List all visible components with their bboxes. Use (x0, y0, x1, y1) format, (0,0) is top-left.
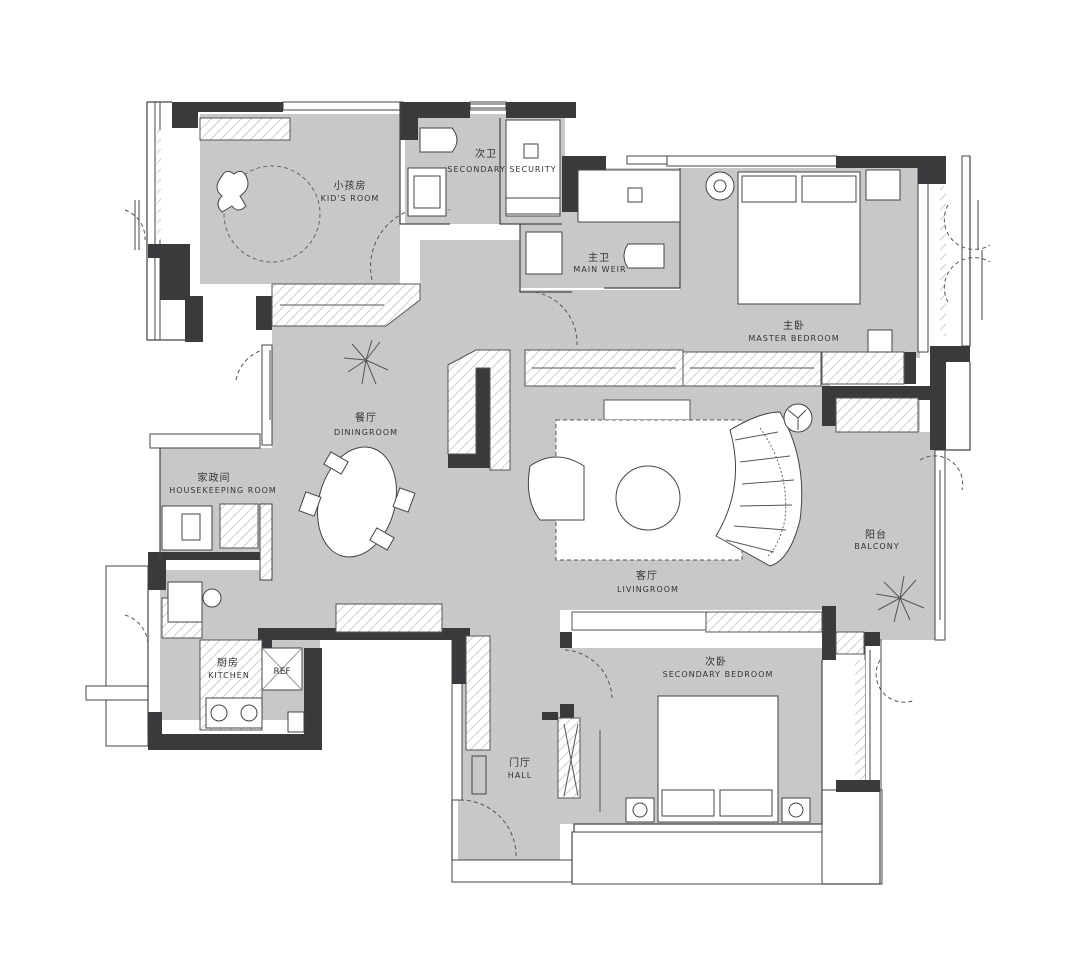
sink-icon (181, 513, 201, 541)
secondary-bedroom-label-en: SECONDARY BEDROOM (663, 670, 774, 679)
dining-chair (369, 527, 395, 551)
desk-chair (867, 329, 893, 353)
balcony-label: 阳台 (865, 528, 887, 541)
door-swings (124, 204, 991, 859)
main-bath-label: 主卫 (588, 252, 610, 264)
toilet-icon (623, 243, 665, 269)
master-bedroom-label-en: MASTER BEDROOM (748, 334, 839, 343)
fridge-label: REF (273, 667, 290, 677)
plant-icon (875, 575, 925, 623)
secondary-bedroom-label: 次卧 (705, 655, 727, 668)
sink-icon (525, 231, 563, 275)
housekeeping-label-en: HOUSEKEEPING ROOM (169, 486, 277, 495)
master-bedroom-furniture (705, 169, 901, 353)
main-bath-fixtures (525, 169, 681, 275)
balcony-cabinet (571, 611, 707, 631)
shoe-rack (259, 503, 273, 581)
fan-icon (783, 403, 813, 433)
dining-chair (392, 487, 416, 513)
balcony-label-en: BALCONY (854, 542, 899, 551)
kitchen-fixtures (167, 581, 305, 733)
living-room-furniture (527, 399, 803, 631)
toilet-icon (419, 127, 458, 153)
hanger-marks (280, 304, 814, 812)
dining-label: 餐厅 (355, 411, 377, 424)
tv-cabinet (603, 399, 691, 421)
living-label-en: LIVINGROOM (617, 585, 679, 594)
secondary-bath-label: 次卫 (475, 147, 497, 160)
master-bedroom-label: 主卧 (783, 319, 805, 332)
plant-icon (343, 339, 389, 385)
curved-sofa (715, 411, 803, 567)
dining-chair (298, 491, 322, 517)
play-rug (223, 165, 321, 263)
housekeeping-fixtures (161, 503, 273, 581)
person-icon (202, 588, 222, 608)
shoe-bench (471, 755, 487, 795)
coffee-table (615, 465, 681, 531)
bear-rug (216, 170, 249, 213)
armchair (527, 456, 585, 521)
sink-icon (167, 581, 203, 623)
dining-label-en: DININGROOM (334, 428, 398, 437)
room-labels: 小孩房 KID'S ROOM 次卫 SECONDARY SECURITY 主卫 … (169, 147, 899, 780)
kids-room-furniture (216, 165, 321, 263)
main-bath-label-en: MAIN WEIR (573, 265, 626, 274)
window-hatching (157, 130, 946, 780)
lamp-icon (788, 802, 804, 818)
cabinets (161, 117, 919, 799)
dining-chair (323, 451, 349, 475)
secondary-bedroom-furniture (625, 695, 811, 823)
secondary-bath-label-en: SECONDARY SECURITY (447, 165, 556, 174)
lamp-icon (632, 802, 648, 818)
windows (134, 103, 983, 780)
kitchen-label: 厨房 (217, 656, 239, 669)
kitchen-label-en: KITCHEN (208, 671, 250, 680)
living-label: 客厅 (636, 569, 658, 582)
dining-furniture (298, 446, 416, 558)
hall-label-en: HALL (508, 771, 532, 780)
hall-fixtures (471, 755, 487, 795)
thin-walls (85, 101, 971, 885)
housekeeping-label: 家政间 (198, 471, 231, 484)
secondary-bath-fixtures (407, 119, 561, 217)
hall-label: 门厅 (509, 756, 531, 769)
kids-room-label: 小孩房 (334, 179, 367, 192)
kids-room-label-en: KID'S ROOM (321, 194, 380, 203)
structural-walls (148, 102, 970, 792)
